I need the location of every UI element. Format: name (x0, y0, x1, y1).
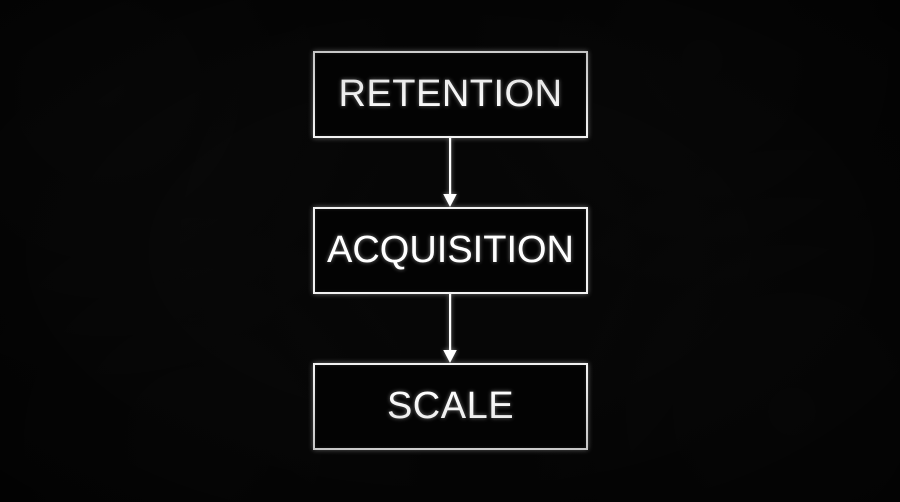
flow-node-label: ACQUISITION (326, 228, 575, 271)
flow-node-retention[interactable]: RETENTION (313, 51, 588, 138)
arrow-retention-to-acquisition (443, 138, 457, 207)
arrow-down-icon (443, 138, 457, 207)
flow-node-label: RETENTION (338, 72, 563, 115)
flow-node-label: SCALE (386, 384, 515, 427)
arrow-down-icon (443, 294, 457, 363)
arrow-acquisition-to-scale (443, 294, 457, 363)
flow-node-scale[interactable]: SCALE (313, 363, 588, 450)
flow-node-acquisition[interactable]: ACQUISITION (313, 207, 588, 294)
